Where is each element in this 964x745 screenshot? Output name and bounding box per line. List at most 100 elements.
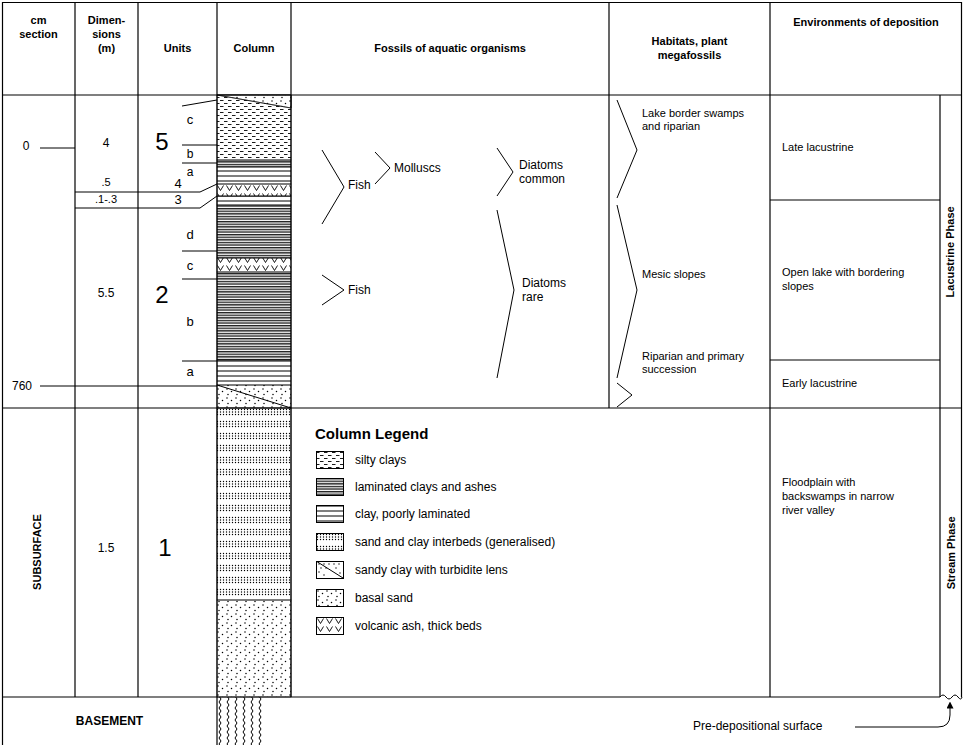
table-cell: BASEMENT xyxy=(2,697,217,745)
cell-text: Column xyxy=(234,42,275,56)
scale-ticks-part xyxy=(40,386,217,387)
column-layers-part xyxy=(217,272,291,360)
table-cell: Early lacustrine xyxy=(770,360,940,408)
legend-swatch-fill xyxy=(317,590,344,607)
header-cell: Column xyxy=(217,2,291,95)
thickness-value: .5 xyxy=(101,176,110,189)
unit-number: 5 xyxy=(155,128,168,157)
table-grid-part xyxy=(290,2,291,697)
subunit-letter: c xyxy=(187,258,194,274)
cell-text: Fossils of aquatic organisms xyxy=(374,42,526,56)
label-holder: 5.5 xyxy=(98,286,115,300)
column-layers-part xyxy=(217,385,291,408)
legend-swatch xyxy=(316,589,344,607)
table-grid-part xyxy=(2,2,3,745)
label-holder: a xyxy=(186,364,193,380)
label-holder: Fish xyxy=(348,178,371,192)
column-layers-part xyxy=(217,196,291,205)
scale-ticks-part xyxy=(182,145,217,146)
table-grid-part xyxy=(74,2,75,697)
subunit-letter: a xyxy=(186,364,193,380)
range-brackets-part xyxy=(322,150,344,224)
label-holder: c xyxy=(187,258,194,274)
legend-swatch-fill xyxy=(317,452,344,469)
legend-title: Column Legend xyxy=(315,425,428,443)
legend-row: clay, poorly laminated xyxy=(316,504,470,524)
scale-ticks-part xyxy=(182,279,217,280)
fossil-label: Diatoms rare xyxy=(522,276,582,305)
header-cell: Environments of deposition xyxy=(770,2,962,95)
range-brackets-part xyxy=(375,152,390,184)
label-holder: 3 xyxy=(174,192,181,208)
surface-arrow xyxy=(855,705,950,727)
cell-text: Habitats, plant megafossils xyxy=(635,35,745,63)
legend-row: sandy clay with turbidite lens xyxy=(316,560,508,580)
legend-swatch xyxy=(316,505,344,523)
phase-label: Stream Phase xyxy=(944,516,958,589)
label-holder: .5 xyxy=(101,176,110,189)
legend-text: clay, poorly laminated xyxy=(355,507,470,521)
table-grid-part xyxy=(2,696,940,697)
legend-swatch xyxy=(316,533,344,551)
label-holder: 5 xyxy=(155,128,168,157)
label-holder: b xyxy=(186,314,193,330)
cell-text: Floodplain with backswamps in narrow riv… xyxy=(782,476,907,517)
subunit-letter: c xyxy=(187,112,194,128)
depth-mark: 760 xyxy=(12,379,32,393)
cell-text: Dimen- sions (m) xyxy=(83,14,131,55)
legend-swatch-fill xyxy=(317,479,344,496)
unit-number: 3 xyxy=(174,192,181,208)
surface-note: Pre-depositional surface xyxy=(693,719,822,733)
legend-row: basal sand xyxy=(316,588,413,608)
unit-number: 1 xyxy=(158,534,171,563)
legend-swatch xyxy=(316,561,344,579)
habitat-label: Lake border swamps and riparian xyxy=(642,107,764,133)
subunit-letter: b xyxy=(186,314,193,330)
cell-text: Late lacustrine xyxy=(782,141,854,155)
cell-text: BASEMENT xyxy=(76,714,143,729)
header-cell: Fossils of aquatic organisms xyxy=(291,2,609,95)
label-holder: 1 xyxy=(158,534,171,563)
legend-text: basal sand xyxy=(355,591,413,605)
unit-number: 2 xyxy=(155,281,168,310)
label-holder: Riparian and primary succession xyxy=(642,350,764,376)
phase-band: Stream Phase xyxy=(940,408,962,697)
table-cell: Late lacustrine xyxy=(770,95,940,200)
table-grid-part xyxy=(137,2,138,697)
legend-swatch-fill xyxy=(317,534,344,551)
label-holder: Diatoms common xyxy=(519,158,579,187)
legend-swatch-fill xyxy=(317,562,344,579)
label-holder: SUBSURFACE xyxy=(31,514,44,590)
column-layers-part xyxy=(217,408,291,600)
label-holder: Fish xyxy=(348,283,371,297)
scale-ticks-part xyxy=(182,100,217,106)
range-brackets-part xyxy=(322,275,344,305)
column-layers-part xyxy=(217,258,291,272)
table-grid-part xyxy=(961,2,962,697)
label-holder: .1-.3 xyxy=(95,193,117,206)
legend-swatch-fill xyxy=(317,618,344,635)
label-holder: 4 xyxy=(174,176,181,192)
label-holder: Pre-depositional surface xyxy=(693,719,822,733)
legend-swatch xyxy=(316,617,344,635)
range-brackets-part xyxy=(617,100,637,198)
table-grid-part xyxy=(769,2,770,697)
phase-band: Lacustrine Phase xyxy=(940,95,962,408)
range-brackets-part xyxy=(617,205,637,378)
fossil-label: Diatoms common xyxy=(519,158,579,187)
label-holder: Lake border swamps and riparian xyxy=(642,107,764,133)
label-holder: Mesic slopes xyxy=(642,268,706,281)
scale-ticks-part xyxy=(182,251,217,252)
cell-text: Environments of deposition xyxy=(793,16,938,30)
label-holder: b xyxy=(187,147,194,161)
subunit-letter: a xyxy=(187,165,194,179)
table-grid-part xyxy=(770,359,940,360)
legend-text: sand and clay interbeds (generalised) xyxy=(355,535,555,549)
legend-row: silty clays xyxy=(316,450,406,470)
phase-label: Lacustrine Phase xyxy=(944,206,958,297)
thickness-value: 1.5 xyxy=(98,541,115,555)
thickness-value: 5.5 xyxy=(98,286,115,300)
